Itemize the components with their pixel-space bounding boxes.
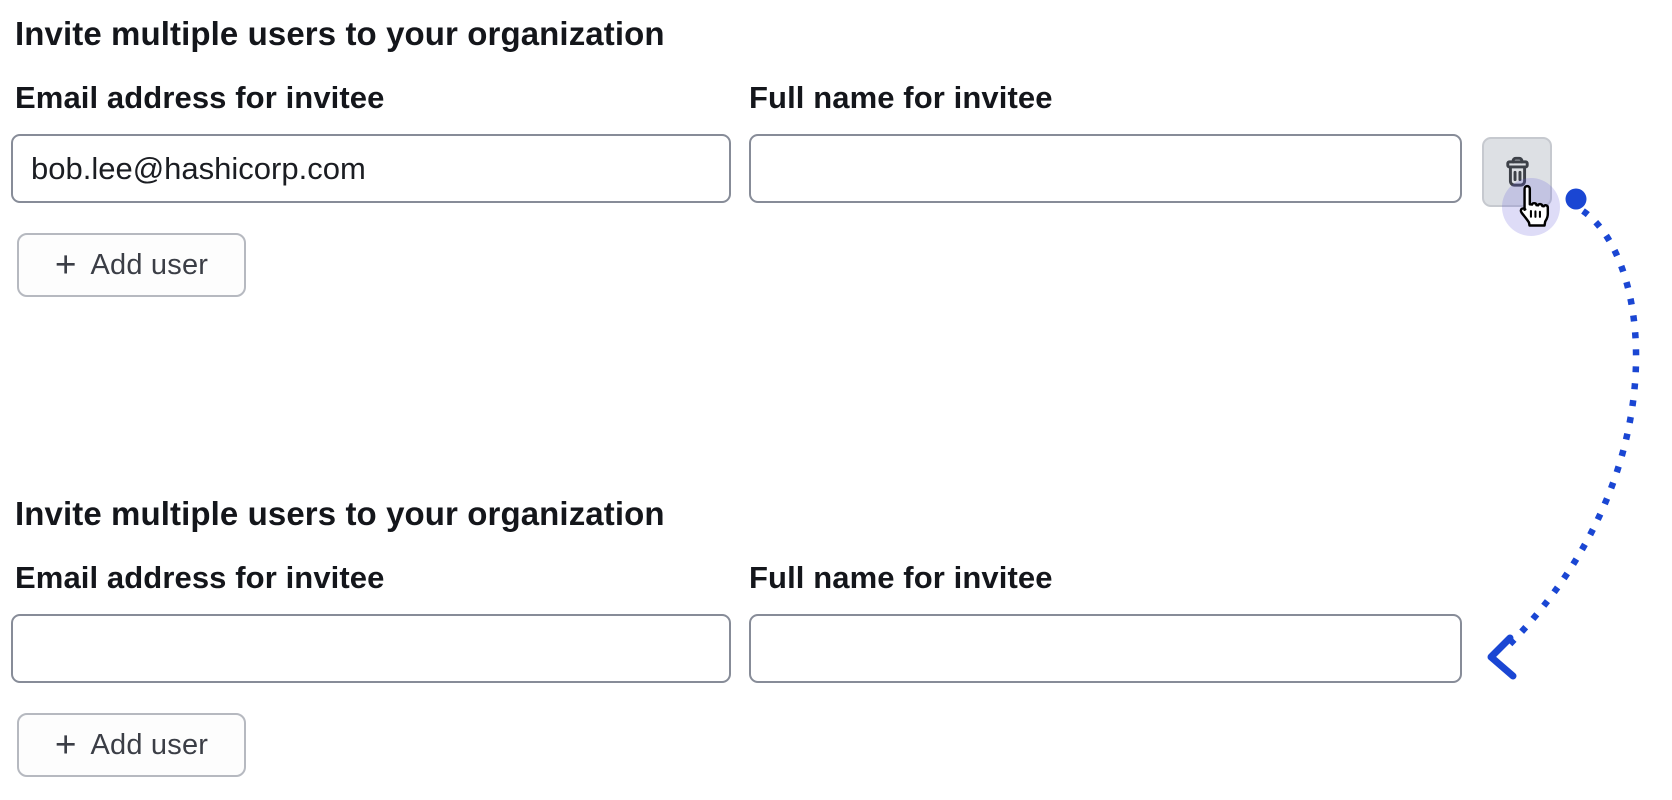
add-user-button[interactable]: + Add user [17, 233, 246, 297]
add-user-label: Add user [90, 248, 209, 281]
page-title: Invite multiple users to your organizati… [15, 495, 665, 532]
page-title: Invite multiple users to your organizati… [15, 15, 665, 52]
email-field[interactable] [11, 614, 731, 683]
invite-form-state-before: Invite multiple users to your organizati… [0, 0, 1672, 320]
add-user-label: Add user [90, 728, 209, 761]
invite-form-state-after: Invite multiple users to your organizati… [0, 480, 1672, 800]
delete-row-button[interactable] [1482, 137, 1552, 207]
add-user-button[interactable]: + Add user [17, 713, 246, 777]
email-field-label: Email address for invitee [15, 560, 385, 595]
email-field[interactable] [11, 134, 731, 203]
fullname-field-label: Full name for invitee [749, 560, 1053, 595]
fullname-field-label: Full name for invitee [749, 80, 1053, 115]
plus-icon: + [54, 243, 77, 285]
fullname-field[interactable] [749, 614, 1462, 683]
trash-icon [1499, 154, 1536, 191]
email-field-label: Email address for invitee [15, 80, 385, 115]
fullname-field[interactable] [749, 134, 1462, 203]
plus-icon: + [54, 723, 77, 765]
